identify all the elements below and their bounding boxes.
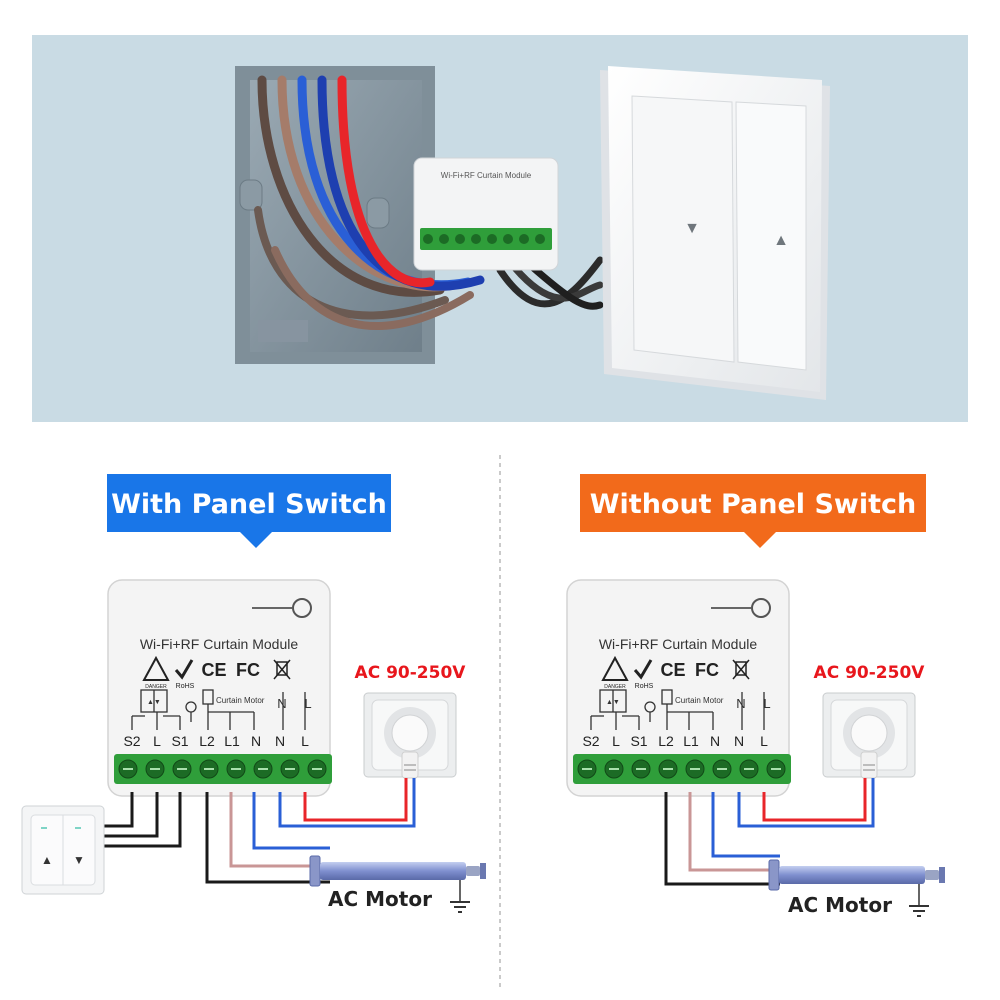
right-header-bg [580, 474, 926, 532]
left-wires [92, 778, 416, 884]
right-terminal-labels: S2 L S1 L2 L1 N N L [582, 733, 768, 749]
right-l-label-top: L [763, 696, 770, 711]
right-module-body [566, 579, 790, 797]
right-module-title: Wi-Fi+RF Curtain Module [599, 636, 758, 652]
right-wires [664, 778, 875, 886]
right-motor-label: AC Motor [788, 893, 892, 917]
photo-module-label: Wi-Fi+RF Curtain Module [441, 171, 532, 180]
photo-section: Wi-Fi+RF Curtain Module ▼ ▲ [32, 35, 968, 422]
left-diagram: With Panel Switch Wi-Fi+RF Curtain Modul… [21, 474, 486, 913]
photo-wires [254, 75, 604, 330]
right-weee-icon [732, 659, 750, 680]
right-check-icon [633, 659, 653, 680]
left-inner-schematic [131, 689, 306, 730]
left-terminal-n2: N [275, 733, 285, 749]
right-terminal-l3: L [760, 733, 768, 749]
right-ac-motor [768, 859, 945, 917]
left-check-icon [174, 659, 194, 680]
left-danger-icon [142, 655, 170, 681]
left-terminal-s2: S2 [123, 733, 140, 749]
left-panel-down-icon: ▼ [73, 853, 85, 867]
right-terminal-block [572, 753, 792, 785]
left-header-title: With Panel Switch [111, 489, 387, 520]
right-terminal-l: L [612, 733, 620, 749]
right-power-label: AC 90-250V [814, 663, 926, 683]
left-terminal-n: N [251, 733, 261, 749]
left-rohs-mark: RoHS [176, 683, 195, 690]
left-motor-label: AC Motor [328, 887, 432, 911]
photo-panel-switch: ▼ ▲ [600, 66, 830, 400]
right-terminal-s1: S1 [630, 733, 647, 749]
left-fc-mark: FC [236, 660, 260, 680]
photo-module: Wi-Fi+RF Curtain Module [413, 157, 559, 271]
left-terminal-l3: L [301, 733, 309, 749]
right-motor-block-label: Curtain Motor [675, 696, 724, 705]
right-switch-arrows: ▲▼ [606, 699, 620, 706]
right-ce-mark: CE [660, 660, 685, 680]
right-inner-schematic [590, 689, 765, 730]
left-l-label-top: L [304, 696, 311, 711]
right-terminal-l2: L2 [658, 733, 674, 749]
left-module-title: Wi-Fi+RF Curtain Module [140, 636, 299, 652]
left-motor-block-label: Curtain Motor [216, 696, 265, 705]
left-danger-mark: DANGER [145, 684, 167, 690]
right-rohs-mark: RoHS [635, 683, 654, 690]
left-panel-up-icon: ▲ [41, 853, 53, 867]
left-terminal-labels: S2 L S1 L2 L1 N N L [123, 733, 309, 749]
left-panel-switch: ▲ ▼ [21, 805, 105, 895]
left-header-pointer [240, 532, 272, 548]
left-terminal-l1: L1 [224, 733, 240, 749]
left-n-label-top: N [277, 696, 286, 711]
left-terminal-l2: L2 [199, 733, 215, 749]
left-switch-arrows: ▲▼ [147, 699, 161, 706]
left-module-body [107, 579, 331, 797]
right-terminal-s2: S2 [582, 733, 599, 749]
left-weee-icon [273, 659, 291, 680]
left-power-label: AC 90-250V [355, 663, 467, 683]
left-socket [363, 692, 457, 779]
right-danger-mark: DANGER [604, 684, 626, 690]
switch-down-icon: ▼ [684, 220, 700, 237]
left-header-bg [107, 474, 391, 532]
right-terminal-n2: N [734, 733, 744, 749]
right-fc-mark: FC [695, 660, 719, 680]
left-terminal-l: L [153, 733, 161, 749]
right-module-button-icon [751, 598, 771, 618]
left-module-button-icon [292, 598, 312, 618]
right-danger-icon [601, 655, 629, 681]
left-ac-motor [309, 855, 486, 913]
right-terminal-l1: L1 [683, 733, 699, 749]
right-terminal-n: N [710, 733, 720, 749]
right-diagram: Without Panel Switch Wi-Fi+RF Curtain Mo… [566, 474, 945, 917]
left-ce-mark: CE [201, 660, 226, 680]
left-terminal-block [113, 753, 333, 785]
right-header-pointer [744, 532, 776, 548]
right-socket [822, 692, 916, 779]
switch-up-icon: ▲ [773, 232, 789, 249]
right-header-title: Without Panel Switch [590, 489, 917, 520]
left-terminal-s1: S1 [171, 733, 188, 749]
right-n-label-top: N [736, 696, 745, 711]
